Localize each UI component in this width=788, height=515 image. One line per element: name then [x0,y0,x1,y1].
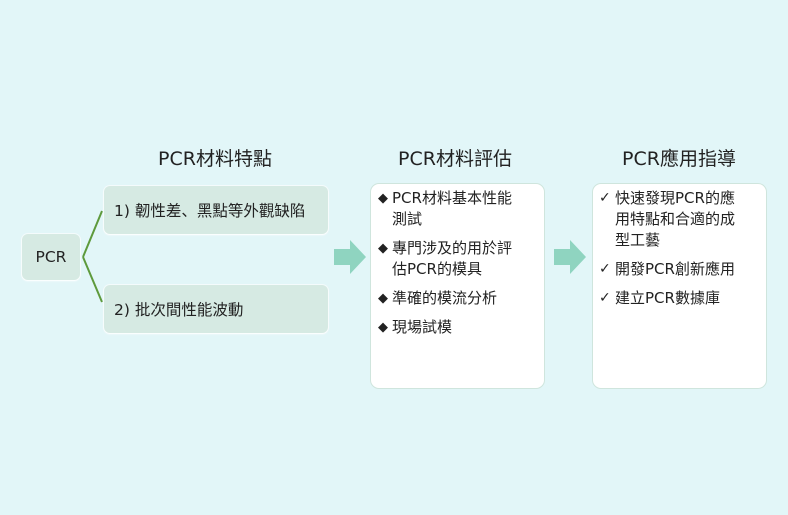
application-card: ✓ 快速發現PCR的應用特點和合適的成型工藝 ✓ 開發PCR創新應用 ✓ 建立P… [592,183,767,389]
evaluation-item-text: PCR材料基本性能 [392,189,512,207]
application-item: ✓ 快速發現PCR的應用特點和合適的成型工藝 [599,188,760,251]
branch-connector [82,210,103,303]
application-item-text: 型工藝 [615,231,661,249]
evaluation-item-text: 估PCR的模具 [392,260,482,278]
evaluation-item-text: 現場試模 [392,318,453,336]
diamond-icon: ◆ [378,241,388,256]
application-item: ✓ 開發PCR創新應用 [599,259,760,280]
feature-item-label: 2) 批次間性能波動 [114,301,244,319]
evaluation-item: ◆ PCR材料基本性能測試 [378,188,538,230]
evaluation-item-text: 準確的模流分析 [392,289,498,307]
branch-line-lower [82,256,103,303]
check-icon: ✓ [599,190,611,206]
check-icon: ✓ [599,290,611,306]
check-icon: ✓ [599,261,611,277]
heading-application: PCR應用指導 [622,148,736,170]
evaluation-item: ◆ 專門涉及的用於評估PCR的模具 [378,238,538,280]
evaluation-item: ◆ 現場試模 [378,317,538,338]
heading-features: PCR材料特點 [158,148,272,170]
evaluation-card: ◆ PCR材料基本性能測試 ◆ 專門涉及的用於評估PCR的模具 ◆ 準確的模流分… [370,183,545,389]
application-item-text: 快速發現PCR的應 [615,189,735,207]
application-item-text: 用特點和合適的成 [615,210,736,228]
application-item-text: 建立PCR數據庫 [615,289,720,307]
feature-item-label: 1) 韌性差、黑點等外觀缺陷 [114,202,306,220]
feature-item: 2) 批次間性能波動 [104,285,328,333]
application-item: ✓ 建立PCR數據庫 [599,288,760,309]
diamond-icon: ◆ [378,191,388,206]
feature-item: 1) 韌性差、黑點等外觀缺陷 [104,186,328,234]
diamond-icon: ◆ [378,291,388,306]
root-node-pcr: PCR [22,234,80,280]
branch-line-upper [82,210,103,258]
flow-arrow-icon [554,240,586,274]
root-node-label: PCR [35,248,67,266]
evaluation-item: ◆ 準確的模流分析 [378,288,538,309]
heading-evaluation: PCR材料評估 [398,148,512,170]
evaluation-item-text: 測試 [392,210,423,228]
diamond-icon: ◆ [378,320,388,335]
evaluation-item-text: 專門涉及的用於評 [392,239,513,257]
application-item-text: 開發PCR創新應用 [615,260,735,278]
flow-arrow-icon [334,240,366,274]
